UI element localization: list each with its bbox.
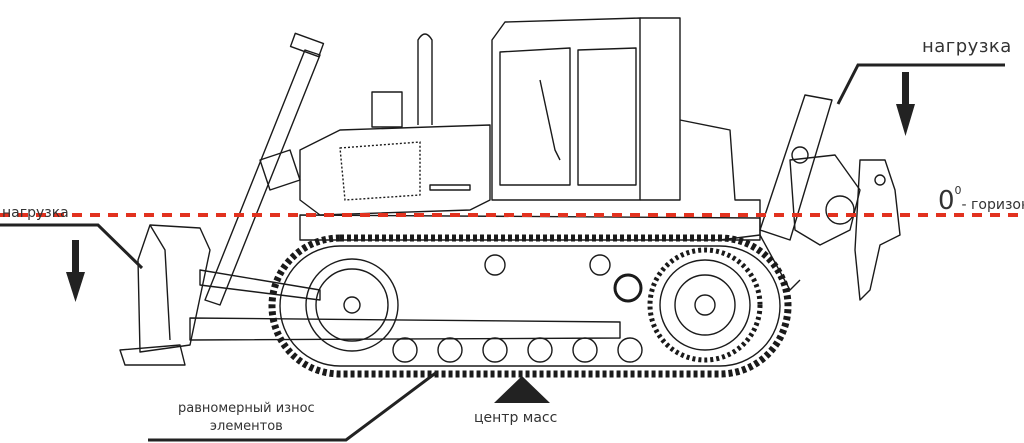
horizon-label: 00- горизонт xyxy=(938,184,1024,216)
wear-label-line1: равномерный износ xyxy=(178,401,315,416)
ripper xyxy=(759,94,901,301)
load-left-arrow-icon xyxy=(66,240,85,302)
load-right-leader xyxy=(836,63,1005,105)
push-arm xyxy=(189,269,621,341)
horizon-text: - горизонт xyxy=(961,197,1024,213)
track xyxy=(268,234,792,378)
main-frame xyxy=(299,214,761,241)
cab xyxy=(491,17,641,201)
track-rollers xyxy=(392,254,643,363)
load-label-left: нагрузка xyxy=(2,205,69,221)
wear-leader xyxy=(148,370,438,442)
rear-frame xyxy=(640,17,761,241)
load-label-right: нагрузка xyxy=(922,36,1012,57)
engine-hood xyxy=(299,124,491,216)
center-of-mass-triangle-icon xyxy=(494,376,550,403)
sprocket-wheel xyxy=(647,247,763,363)
wear-label-line2: элементов xyxy=(209,419,283,434)
horizon-angle: 0 xyxy=(938,186,955,216)
blade xyxy=(119,224,211,366)
horizon-degree: 0 xyxy=(954,184,962,197)
center-of-mass-label: центр масс xyxy=(474,410,558,426)
load-right-arrow-icon xyxy=(896,72,915,136)
wear-label: равномерный износ элементов xyxy=(178,400,315,436)
lift-cylinder xyxy=(204,32,325,306)
exhaust-stack xyxy=(371,33,433,128)
load-left-leader xyxy=(0,223,144,270)
idler-wheel xyxy=(305,258,399,352)
